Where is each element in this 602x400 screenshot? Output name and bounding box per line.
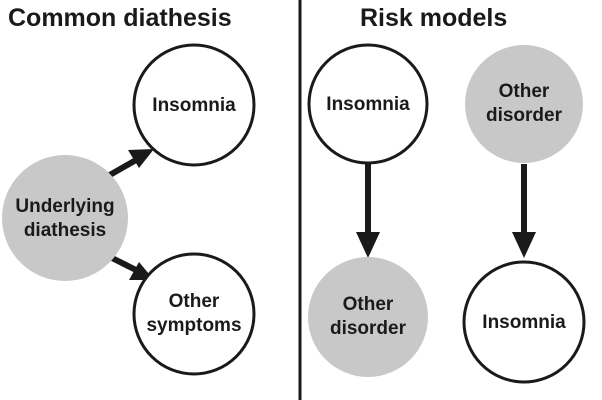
node-left-insomnia: Insomnia (132, 43, 256, 167)
node-model-a-other-disorder-line2: disorder (330, 318, 407, 339)
arrow-to-insomnia (106, 149, 154, 179)
node-other-symptoms-line2: symptoms (146, 315, 241, 336)
left-panel-title: Common diathesis (8, 4, 232, 32)
node-left-insomnia-label: Insomnia (152, 95, 236, 116)
node-underlying-diathesis: Underlying diathesis (2, 155, 128, 281)
node-underlying-line1: Underlying (15, 196, 114, 217)
arrow-model-a (356, 164, 380, 258)
node-model-b-insomnia: Insomnia (462, 260, 586, 384)
node-underlying-line2: diathesis (24, 220, 106, 241)
node-model-a-insomnia-label: Insomnia (326, 94, 410, 115)
right-panel-title: Risk models (360, 4, 507, 32)
node-model-b-other-disorder-line1: Other (499, 81, 550, 102)
arrow-model-b (512, 164, 536, 258)
node-model-a-other-disorder-line1: Other (343, 294, 394, 315)
node-model-a-other-disorder: Other disorder (308, 257, 428, 377)
node-model-b-other-disorder-line2: disorder (486, 105, 563, 126)
node-model-a-insomnia: Insomnia (307, 43, 429, 165)
node-model-b-other-disorder: Other disorder (465, 45, 583, 163)
node-model-b-insomnia-label: Insomnia (482, 312, 566, 333)
node-other-symptoms: Other symptoms (132, 252, 256, 376)
node-other-symptoms-line1: Other (169, 291, 220, 312)
